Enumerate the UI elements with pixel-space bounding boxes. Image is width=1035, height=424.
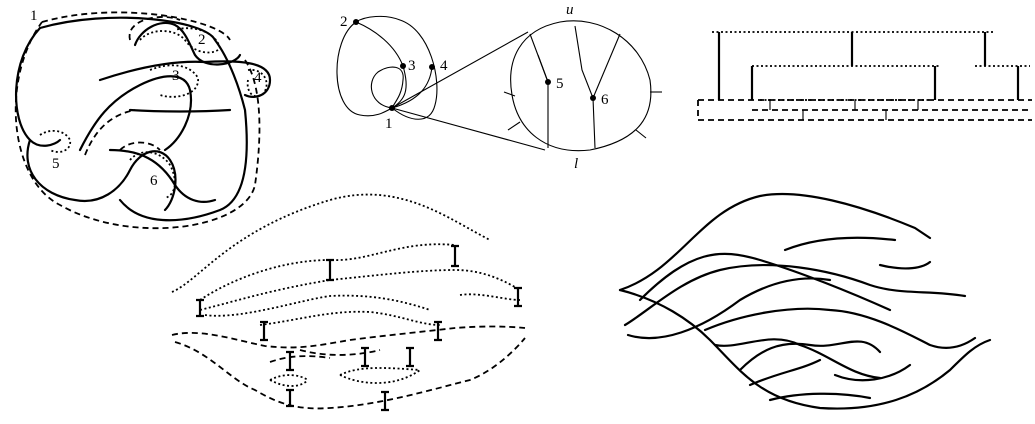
inset-label-6: 6 — [601, 92, 609, 108]
knot-label-6: 6 — [150, 173, 158, 189]
knot-strand — [15, 26, 62, 147]
graph-label-2: 2 — [340, 14, 348, 30]
surface-dotted-arc — [259, 310, 441, 326]
graph-region-outline — [336, 15, 438, 120]
graph-vertex-2 — [353, 19, 359, 25]
knot-strand — [133, 21, 242, 66]
surface-dashed-arc — [171, 325, 526, 349]
braid-strand — [638, 252, 892, 312]
knot-label-3: 3 — [172, 68, 180, 84]
knot-label-4: 4 — [254, 70, 262, 86]
schematic-rung — [769, 100, 919, 120]
inset-tick — [635, 129, 647, 139]
braid-strand — [738, 340, 882, 372]
surface-dotted-arc — [269, 374, 309, 387]
knot-strand — [26, 138, 177, 212]
graph-vertex-4 — [429, 64, 435, 70]
inset-tick — [503, 91, 516, 97]
knot-strand — [98, 60, 272, 98]
zoom-connector-upper — [391, 31, 529, 109]
braid-strand — [618, 192, 932, 292]
surface-dashed-arc — [269, 349, 381, 363]
inset-tick — [507, 121, 521, 131]
seifert-circle-dotted — [139, 27, 221, 54]
knot-strand — [108, 148, 217, 203]
surface-rungs — [196, 244, 522, 412]
braided-knot-panel — [618, 192, 992, 410]
graph-label-1: 1 — [385, 116, 393, 132]
inset-edge — [529, 33, 549, 148]
seifert-circle-dashed-outer — [14, 11, 261, 230]
knot-label-5: 5 — [52, 156, 60, 172]
surface-dotted-arc — [204, 293, 521, 317]
seifert-circle-dashed — [128, 16, 181, 41]
seifert-circle-dotted — [149, 64, 199, 98]
surface-dotted-arc — [199, 243, 456, 301]
upper-label: u — [566, 2, 574, 18]
zoom-connector-lower — [391, 107, 546, 151]
inset-label-5: 5 — [556, 76, 564, 92]
knot-strand — [128, 108, 232, 113]
braid-strand — [623, 264, 967, 327]
knot-strand — [38, 16, 248, 222]
knot-strand — [78, 75, 193, 152]
knot-label-2: 2 — [198, 32, 206, 48]
seifert-circle-dotted — [129, 151, 176, 199]
braid-strand — [768, 392, 872, 402]
lower-label: l — [574, 156, 578, 172]
surface-dashed-arc — [174, 337, 526, 410]
nesting-schematic-panel — [697, 31, 1032, 121]
inset-edge — [574, 25, 596, 149]
seifert-graph-panel: 1 2 3 4 5 6 u l — [336, 2, 662, 172]
braid-strand — [713, 338, 882, 380]
ladder-surface-panel — [171, 193, 526, 412]
braid-strand — [748, 358, 912, 387]
knot-label-1: 1 — [30, 8, 38, 24]
graph-label-3: 3 — [408, 58, 416, 74]
surface-dotted-arc — [199, 269, 521, 311]
braid-strand — [626, 277, 832, 340]
seifert-circle-dashed — [84, 109, 161, 156]
graph-vertex-6 — [590, 95, 596, 101]
seifert-circle-dotted — [39, 129, 72, 153]
graph-label-4: 4 — [440, 58, 448, 74]
knot-diagram-panel: 1 2 3 4 5 6 — [14, 8, 272, 230]
inset-edge — [592, 33, 621, 99]
braid-strand — [618, 288, 992, 410]
graph-edge — [355, 21, 404, 67]
graph-inner-loop — [370, 66, 404, 109]
schematic-dashed-box — [697, 99, 1032, 121]
braid-strand — [783, 236, 932, 270]
inset-edge — [537, 54, 549, 83]
braid-strand — [703, 307, 977, 349]
graph-vertex-3 — [400, 63, 406, 69]
graph-vertex-1 — [389, 105, 395, 111]
surface-dotted-arc — [339, 367, 421, 384]
graph-vertex-5 — [545, 79, 551, 85]
inset-circle — [510, 20, 652, 152]
